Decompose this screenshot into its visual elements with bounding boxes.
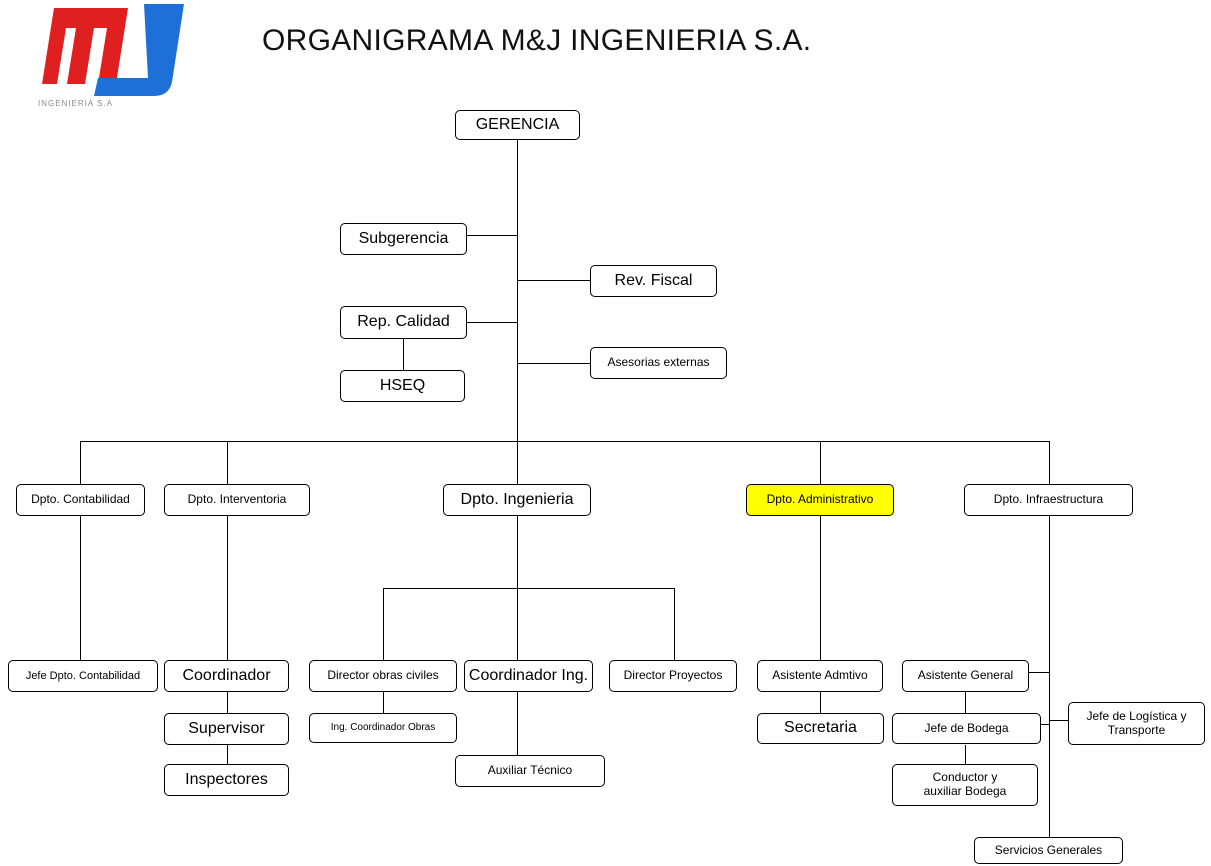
- node-servicios-generales: Servicios Generales: [974, 837, 1123, 864]
- node-jefe-de-bodega: Jefe de Bodega: [892, 713, 1041, 744]
- node-director-obras-civiles: Director obras civiles: [309, 660, 457, 692]
- node-gerencia: GERENCIA: [455, 110, 580, 140]
- logo-m-shape: [42, 8, 128, 84]
- connector: [80, 441, 1050, 442]
- node-hseq: HSEQ: [340, 370, 465, 402]
- connector: [820, 692, 821, 714]
- connector: [383, 692, 384, 714]
- connector: [1049, 720, 1069, 721]
- node-conductor-line1: Conductor y: [932, 770, 998, 785]
- node-dpto-interventoria: Dpto. Interventoria: [164, 484, 310, 516]
- node-dpto-ingenieria: Dpto. Ingenieria: [443, 484, 591, 516]
- connector: [227, 692, 228, 714]
- node-jefe-logistica-line2: Transporte: [1107, 722, 1166, 737]
- connector: [1029, 672, 1050, 673]
- connector: [965, 745, 966, 765]
- node-auxiliar-tecnico: Auxiliar Técnico: [455, 755, 605, 787]
- node-rev-fiscal: Rev. Fiscal: [590, 265, 717, 297]
- connector: [403, 339, 404, 371]
- node-conductor-line2: auxiliar Bodega: [923, 784, 1007, 798]
- connector: [466, 322, 518, 323]
- logo-caption: INGENIERIA S.A: [38, 99, 113, 108]
- connector: [80, 441, 81, 485]
- connector: [80, 516, 81, 661]
- node-asesorias-externas: Asesorias externas: [590, 347, 727, 379]
- node-dpto-administrativo: Dpto. Administrativo: [746, 484, 894, 516]
- connector: [1041, 724, 1050, 725]
- node-director-proyectos: Director Proyectos: [609, 660, 737, 692]
- connector: [1049, 441, 1050, 485]
- node-supervisor: Supervisor: [164, 713, 289, 745]
- node-asistente-general: Asistente General: [902, 660, 1029, 692]
- connector: [820, 441, 821, 485]
- connector: [1049, 516, 1050, 838]
- connector: [517, 692, 518, 756]
- connector: [227, 745, 228, 765]
- node-jefe-logistica-line1: Jefe de Logística y: [1086, 708, 1187, 723]
- connector: [965, 692, 966, 714]
- node-jefe-logistica-transporte: Jefe de Logística y Transporte: [1068, 702, 1205, 745]
- node-asistente-admtivo: Asistente Admtivo: [757, 660, 883, 692]
- connector: [383, 588, 384, 661]
- connector: [517, 441, 518, 485]
- node-subgerencia: Subgerencia: [340, 223, 467, 255]
- connector: [227, 441, 228, 485]
- company-logo: INGENIERIA S.A: [38, 4, 184, 108]
- logo-j-shape: [94, 4, 184, 96]
- page-title: ORGANIGRAMA M&J INGENIERIA S.A.: [262, 24, 812, 57]
- node-ing-coordinador-obras: Ing. Coordinador Obras: [309, 713, 457, 743]
- connector: [383, 588, 675, 589]
- connector: [517, 280, 591, 281]
- connector: [517, 139, 518, 448]
- node-inspectores: Inspectores: [164, 764, 289, 796]
- node-jefe-dpto-contabilidad: Jefe Dpto. Contabilidad: [8, 660, 158, 692]
- connector: [466, 235, 518, 236]
- connector: [517, 363, 591, 364]
- connector: [227, 516, 228, 661]
- connector: [674, 588, 675, 661]
- node-dpto-contabilidad: Dpto. Contabilidad: [16, 484, 145, 516]
- node-coordinador: Coordinador: [164, 660, 289, 692]
- node-secretaria: Secretaria: [757, 713, 884, 744]
- node-dpto-infraestructura: Dpto. Infraestructura: [964, 484, 1133, 516]
- node-coordinador-ing: Coordinador Ing.: [464, 660, 593, 692]
- connector: [820, 516, 821, 661]
- node-conductor-auxiliar-bodega: Conductor y auxiliar Bodega: [892, 764, 1038, 806]
- node-rep-calidad: Rep. Calidad: [340, 306, 467, 339]
